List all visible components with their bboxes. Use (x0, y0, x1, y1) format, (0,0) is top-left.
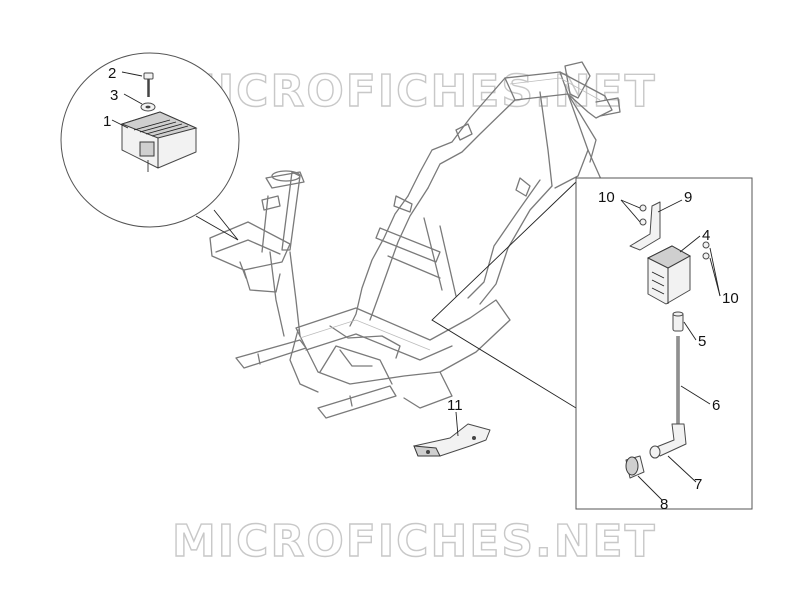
washer-part (140, 102, 156, 112)
screw-part (143, 72, 154, 97)
callout-11: 11 (447, 397, 463, 414)
watermark-top: MICROFICHES.NET (172, 66, 657, 117)
ignition-detail-box (431, 177, 753, 510)
regulator-detail-bubble (60, 52, 240, 241)
callout-6: 6 (712, 397, 720, 414)
callout-2: 2 (108, 65, 116, 82)
rubber-cap-part (625, 455, 645, 479)
spark-plug-cap-top-part (672, 311, 684, 332)
callout-10-top: 10 (598, 189, 615, 206)
callout-labels: 1 2 3 4 5 6 7 8 9 10 10 11 (103, 65, 739, 513)
spark-plug-cap-part (649, 423, 687, 459)
coil-bracket-part (629, 201, 661, 251)
ignition-coil-part (646, 245, 692, 305)
callout-10-right: 10 (722, 290, 739, 307)
callout-9: 9 (684, 189, 692, 206)
callout-4: 4 (702, 227, 710, 244)
voltage-regulator-part (120, 111, 198, 172)
callout-3: 3 (110, 87, 118, 104)
watermark-bottom: MICROFICHES.NET (172, 516, 657, 567)
callout-8: 8 (660, 496, 668, 513)
mounting-bracket-part (413, 411, 491, 457)
nut-part (639, 204, 710, 260)
callout-1: 1 (103, 113, 111, 130)
callout-7: 7 (694, 476, 702, 493)
callout-5: 5 (698, 333, 706, 350)
